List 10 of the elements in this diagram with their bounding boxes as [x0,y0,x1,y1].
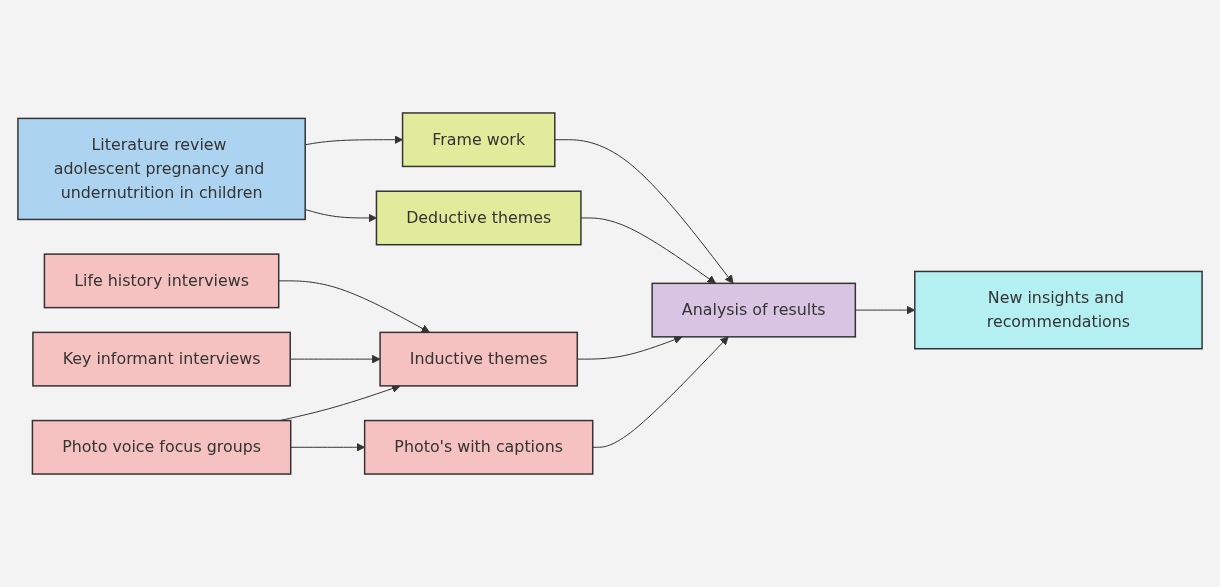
node-box: Life history interviews [43,253,280,309]
node-box: Inductive themes [379,331,579,387]
node-box: Key informant interviews [32,331,291,387]
node-box: Analysis of results [651,282,857,338]
node-box: Photo voice focus groups [31,419,292,475]
node-box: Frame work [401,112,556,168]
node-box: Literature review adolescent pregnancy and undernutrition in children [17,117,306,221]
node-box: New insights and recommendations [914,270,1203,350]
node-box: Deductive themes [375,190,582,246]
node-box: Photo's with captions [363,419,594,475]
